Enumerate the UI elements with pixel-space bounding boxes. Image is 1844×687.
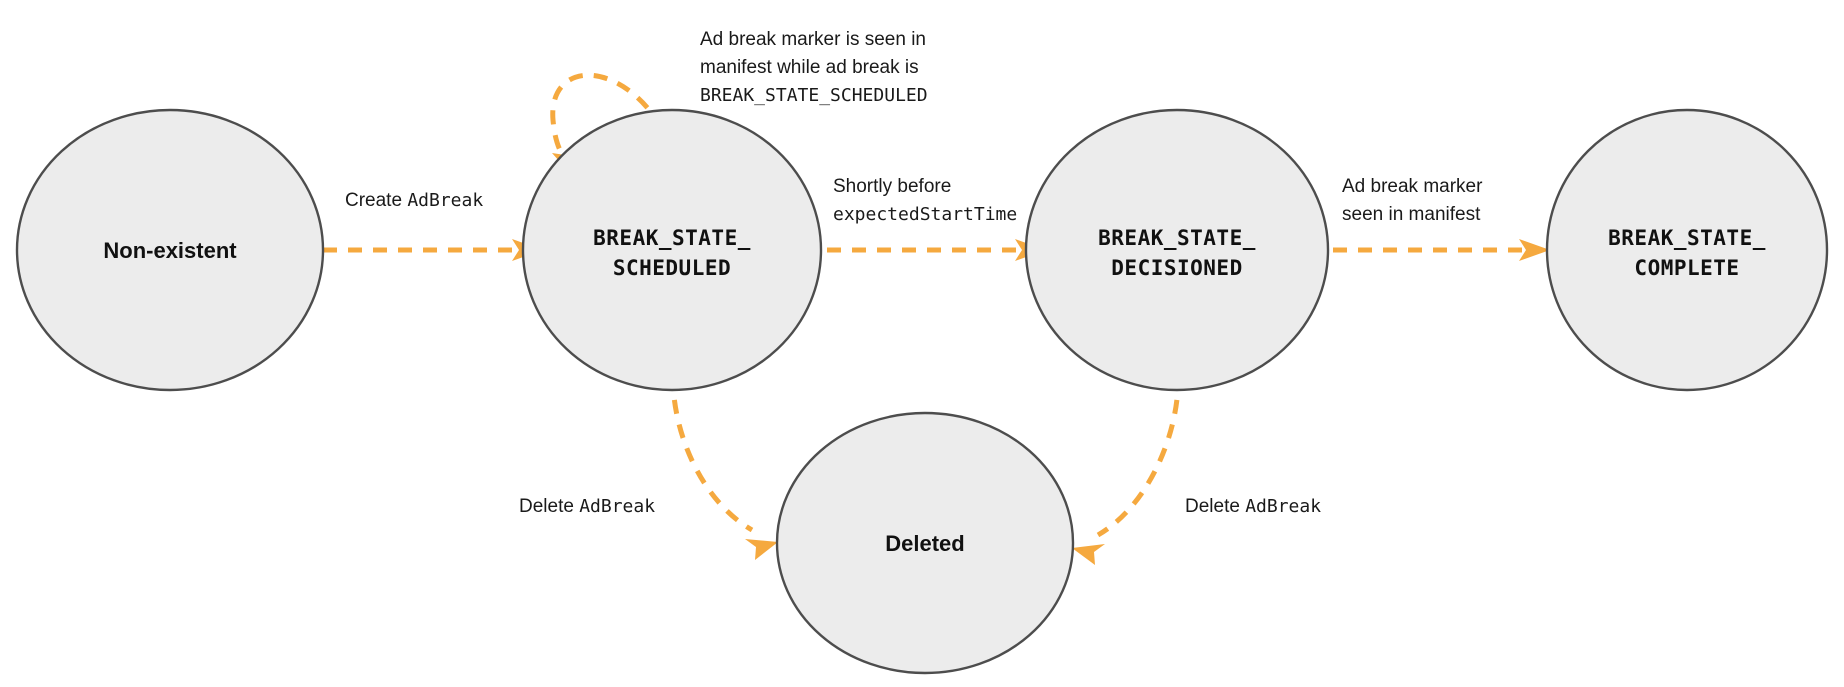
edge-create-adbreak: Create AdBreak: [323, 190, 543, 261]
edge-self-loop-line: [550, 72, 665, 162]
edge-decisioned-to-deleted-label-mono: AdBreak: [1245, 496, 1321, 517]
edge-decisioned-to-deleted-label: Delete AdBreak: [1185, 496, 1321, 517]
edge-decisioned-to-complete: Ad break marker seen in manifest: [1333, 176, 1550, 261]
node-break-state-scheduled-label-line1: BREAK_STATE_: [593, 226, 751, 250]
node-deleted[interactable]: Deleted: [775, 411, 1075, 675]
node-break-state-scheduled-shape[interactable]: [521, 108, 823, 392]
node-break-state-scheduled-label-line2: SCHEDULED: [613, 256, 731, 280]
edge-scheduled-to-decisioned-label-line2: expectedStartTime: [833, 204, 1017, 225]
node-non-existent-label: Non-existent: [103, 238, 237, 263]
node-break-state-decisioned-label-line1: BREAK_STATE_: [1098, 226, 1256, 250]
edge-scheduled-to-deleted: Delete AdBreak: [519, 374, 778, 560]
node-non-existent[interactable]: Non-existent: [15, 108, 325, 392]
node-break-state-decisioned-label-line2: DECISIONED: [1111, 256, 1242, 280]
edge-create-adbreak-label: Create AdBreak: [345, 190, 483, 211]
edge-scheduled-to-deleted-label: Delete AdBreak: [519, 496, 655, 517]
edge-decisioned-to-complete-label-line2: seen in manifest: [1342, 204, 1481, 225]
edge-decisioned-to-deleted-line: [1096, 374, 1181, 538]
edge-self-loop-label-line2: manifest while ad break is: [700, 57, 919, 78]
edge-self-loop-label-line1: Ad break marker is seen in: [700, 29, 926, 50]
node-break-state-complete-label-line1: BREAK_STATE_: [1608, 226, 1766, 250]
node-break-state-scheduled[interactable]: BREAK_STATE_ SCHEDULED: [521, 108, 823, 392]
node-non-existent-shape[interactable]: [15, 108, 325, 392]
node-break-state-complete[interactable]: BREAK_STATE_ COMPLETE: [1545, 108, 1829, 392]
edge-create-adbreak-label-sans: Create: [345, 190, 407, 211]
edge-self-loop-label-line3: BREAK_STATE_SCHEDULED: [700, 85, 928, 106]
node-deleted-shape[interactable]: [775, 411, 1075, 675]
edge-scheduled-to-decisioned: Shortly before expectedStartTime: [827, 176, 1046, 261]
edge-scheduled-to-decisioned-label-line1: Shortly before: [833, 176, 951, 197]
edge-decisioned-to-complete-arrowhead: [1519, 239, 1550, 261]
node-deleted-label: Deleted: [885, 531, 964, 556]
node-break-state-complete-shape[interactable]: [1545, 108, 1829, 392]
edge-scheduled-to-deleted-line: [670, 374, 754, 533]
edge-decisioned-to-deleted: Delete AdBreak: [1072, 374, 1321, 565]
edge-decisioned-to-deleted-arrowhead: [1072, 544, 1105, 565]
edge-decisioned-to-complete-label-line1: Ad break marker: [1342, 176, 1483, 197]
node-break-state-decisioned-shape[interactable]: [1024, 108, 1330, 392]
edge-scheduled-to-deleted-arrowhead: [745, 539, 778, 560]
node-break-state-complete-label-line2: COMPLETE: [1634, 256, 1739, 280]
node-break-state-decisioned[interactable]: BREAK_STATE_ DECISIONED: [1024, 108, 1330, 392]
edge-scheduled-to-deleted-label-sans: Delete: [519, 496, 579, 517]
edge-create-adbreak-label-mono: AdBreak: [407, 190, 483, 211]
edge-scheduled-to-deleted-label-mono: AdBreak: [579, 496, 655, 517]
edge-decisioned-to-deleted-label-sans: Delete: [1185, 496, 1245, 517]
edge-self-loop-scheduled: Ad break marker is seen in manifest whil…: [550, 29, 928, 178]
